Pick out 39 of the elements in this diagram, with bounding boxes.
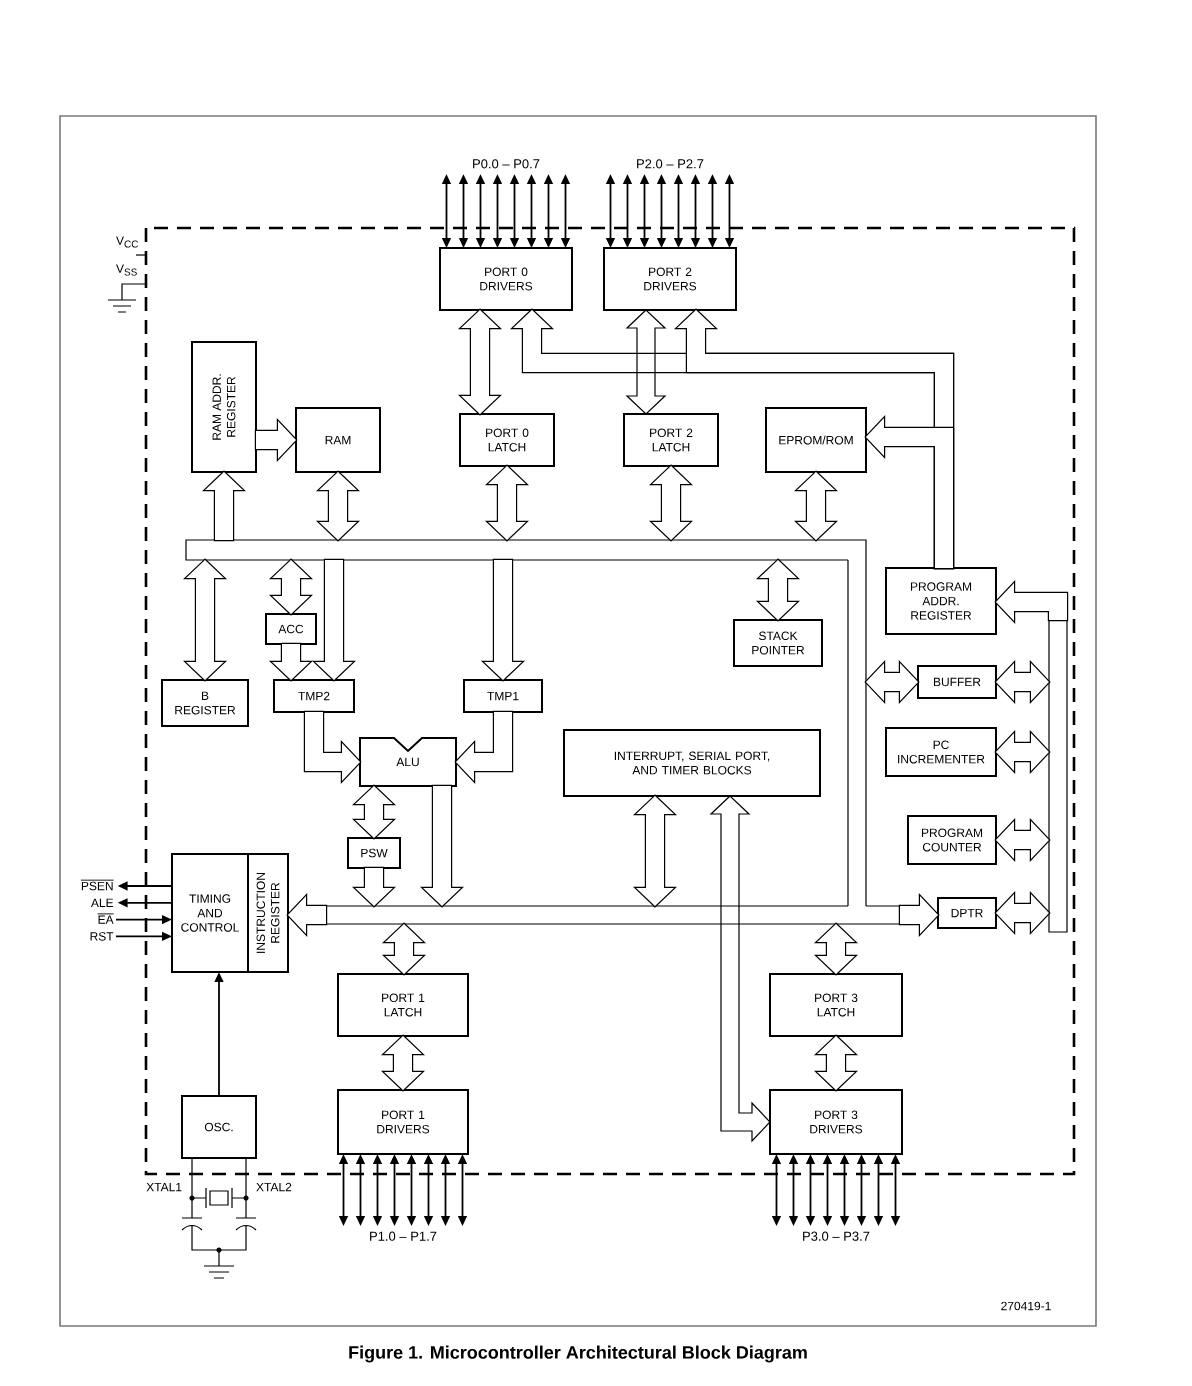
bus-arrow <box>457 308 502 416</box>
bus-bar <box>325 905 901 925</box>
bus-arrow <box>419 784 464 908</box>
bus-arrow <box>303 710 362 785</box>
bus-arrow <box>202 470 246 542</box>
bus-arrow <box>268 642 313 682</box>
bus-arrow <box>352 866 396 908</box>
bus-bar <box>1048 619 1068 933</box>
bus-arrow <box>755 558 800 622</box>
bus-arrow <box>254 418 298 463</box>
bus-arrow <box>864 660 920 705</box>
bus-bar <box>847 559 867 907</box>
bus-arrow <box>898 893 940 938</box>
caption: Figure 1. Microcontroller Architectural Block Diagram <box>349 1345 807 1363</box>
bus-arrow <box>625 309 667 415</box>
bus-arrow <box>381 1034 425 1092</box>
bus-arrow <box>864 415 955 570</box>
bus-arrow <box>994 580 1069 625</box>
bus-arrow <box>814 1034 858 1092</box>
bus-arrow <box>316 470 360 542</box>
bus-arrow <box>268 558 313 616</box>
bus-arrow <box>994 818 1051 862</box>
bus-arrow <box>709 795 771 1143</box>
bus-arrow <box>454 710 514 785</box>
bus-arrow <box>183 558 227 682</box>
bus-arrow <box>382 922 426 976</box>
bus-arrow <box>312 558 356 682</box>
bus-arrow <box>633 794 677 908</box>
bus-arrow <box>814 922 858 976</box>
bus-arrow <box>648 464 693 542</box>
bus-arrow <box>994 660 1051 705</box>
bus-arrow <box>286 893 328 938</box>
bus-arrow <box>994 730 1051 774</box>
bus-arrow <box>994 891 1051 936</box>
bus-bar <box>185 539 867 561</box>
bus-arrow <box>480 558 525 682</box>
bus-arrow <box>352 784 396 840</box>
bus-arrow <box>484 464 529 542</box>
bus-arrow <box>793 470 838 542</box>
